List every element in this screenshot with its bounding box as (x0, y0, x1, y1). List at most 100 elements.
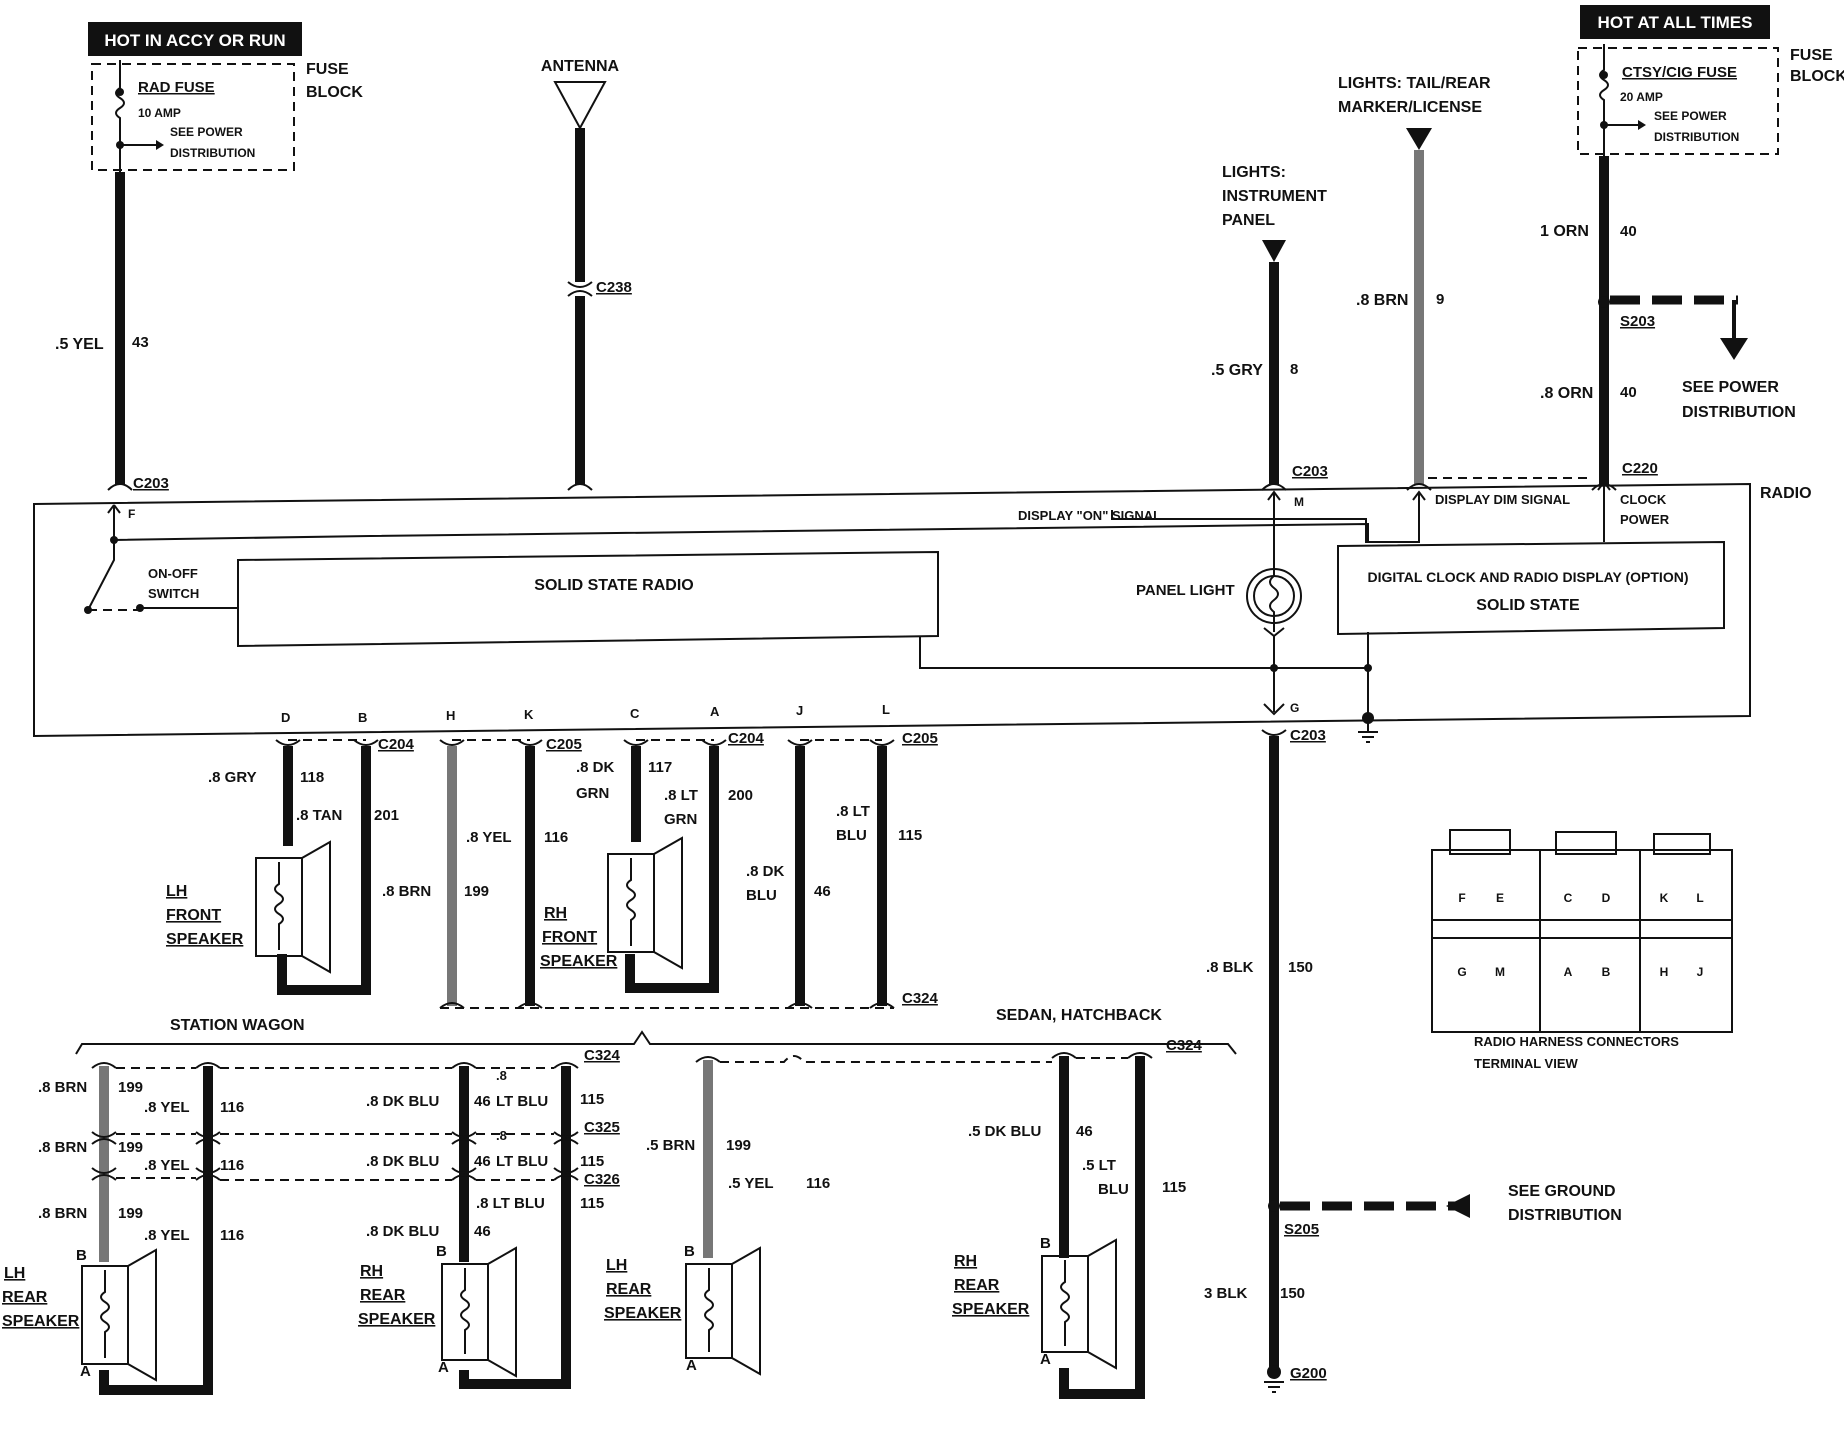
s-rh-rear-1: RH (954, 1253, 977, 1270)
fuse-block-right-1: FUSE (1790, 47, 1833, 64)
ground-blk1-number: 150 (1288, 959, 1313, 976)
lights-ip-2: INSTRUMENT (1222, 188, 1327, 205)
sw-ltblu-1-pre: .8 (496, 1068, 507, 1083)
rh-front-3: SPEAKER (540, 953, 618, 970)
connector-c204-a: C204 (378, 736, 415, 753)
rad-fuse-amp: 10 AMP (138, 106, 181, 120)
on-off-label-1: ON-OFF (148, 566, 198, 581)
pin-d: D (281, 710, 290, 725)
digital-clock-label: DIGITAL CLOCK AND RADIO DISPLAY (OPTION) (1368, 569, 1689, 585)
display-on-signal-line (113, 522, 1369, 542)
ground-g200: G200 (1290, 1365, 1327, 1382)
sw-yel-2: .8 YEL (144, 1157, 190, 1174)
lights-ip-1: LIGHTS: (1222, 164, 1286, 181)
pin-f: F (128, 507, 135, 521)
sw-yel-3-n: 116 (220, 1227, 244, 1244)
connector-c205-b: C205 (902, 730, 938, 747)
lights-tail-1: LIGHTS: TAIL/REAR (1338, 75, 1491, 92)
front-ltgrn-2: GRN (664, 811, 697, 828)
connector-c204-b: C204 (728, 730, 765, 747)
lights-ip-3: PANEL (1222, 212, 1275, 229)
front-ltblu-1: .8 LT (836, 803, 870, 820)
sw-brn-2-n: 199 (118, 1139, 143, 1156)
s-lh-pin-a: A (686, 1357, 697, 1374)
s-rh-rear-speaker-icon (1041, 1238, 1117, 1370)
sw-lh-rear-2: REAR (2, 1289, 48, 1306)
connector-c324-a: C324 (902, 990, 939, 1007)
front-dkblu-2: BLU (746, 887, 777, 904)
sw-rh-pin-b: B (436, 1243, 447, 1260)
splice-s203: S203 (1620, 313, 1655, 330)
pin-l: L (882, 702, 890, 717)
pin-g: G (1290, 701, 1299, 715)
s-lh-rear-3: SPEAKER (604, 1305, 682, 1322)
rad-fuse-label: RAD FUSE (138, 79, 215, 96)
connector-c324-c: C324 (1166, 1037, 1203, 1054)
sw-brn-1-n: 199 (118, 1079, 143, 1096)
sw-lh-rear-1: LH (4, 1265, 25, 1282)
sw-rh-rear-speaker-icon (441, 1246, 517, 1378)
sw-ltblu-2-n: 115 (580, 1153, 604, 1170)
pin-m: M (1294, 495, 1304, 509)
sw-ltblu-1-n: 115 (580, 1091, 604, 1108)
see-power-3a: SEE POWER (1682, 379, 1779, 396)
fuse-block-label-2: BLOCK (306, 84, 363, 101)
fuse-block-label-1: FUSE (306, 61, 349, 78)
connector-c205-a: C205 (546, 736, 582, 753)
sw-dkblu-1: .8 DK BLU (366, 1093, 439, 1110)
harness-pin-a: A (1564, 965, 1573, 979)
front-tan-label: .8 TAN (296, 807, 342, 824)
sw-ltblu-3: .8 LT BLU (476, 1195, 545, 1212)
sw-ltblu-2: LT BLU (496, 1153, 548, 1170)
lh-front-3: SPEAKER (166, 931, 244, 948)
sw-yel-3: .8 YEL (144, 1227, 190, 1244)
hot-accy-label: HOT IN ACCY OR RUN (104, 31, 285, 50)
ground-blk3-number: 150 (1280, 1285, 1305, 1302)
hot-accy-banner (88, 22, 302, 56)
see-ground-1: SEE GROUND (1508, 1183, 1616, 1200)
lights-tail-2: MARKER/LICENSE (1338, 99, 1482, 116)
see-power-1b: DISTRIBUTION (170, 146, 255, 160)
rh-front-1: RH (544, 905, 567, 922)
rad-fuse-symbol (115, 60, 125, 175)
rh-front-2: FRONT (542, 929, 597, 946)
radio-label: RADIO (1760, 485, 1812, 502)
connector-c203-b: C203 (1292, 463, 1328, 480)
front-ltgrn-1: .8 LT (664, 787, 698, 804)
on-off-switch (87, 540, 115, 611)
connector-c325: C325 (584, 1119, 620, 1136)
ctsy-fuse-symbol (1599, 44, 1609, 160)
front-yel-label: .8 YEL (466, 829, 512, 846)
pin-c: C (630, 706, 640, 721)
ground-symbol-radio (1358, 668, 1378, 743)
s-dkblu-label: .5 DK BLU (968, 1123, 1041, 1140)
wire-yel-number: 43 (132, 334, 149, 351)
lh-front-speaker-icon (255, 840, 331, 974)
connector-c203-a: C203 (133, 475, 169, 492)
wire-orn1-label: 1 ORN (1540, 223, 1589, 240)
antenna-label: ANTENNA (541, 58, 620, 75)
connector-c238: C238 (596, 279, 632, 296)
s-lh-rear-speaker-icon (685, 1246, 761, 1376)
pin-k: K (524, 707, 534, 722)
lh-front-2: FRONT (166, 907, 221, 924)
front-ltgrn-number: 200 (728, 787, 753, 804)
wire-gry-number: 8 (1290, 361, 1298, 378)
clock-power-1: CLOCK (1620, 492, 1667, 507)
harness-pin-k: K (1660, 891, 1669, 905)
sw-wire-ltblu-115 (459, 1066, 571, 1389)
sw-brn-1: .8 BRN (38, 1079, 87, 1096)
wire-gry-label: .5 GRY (1211, 362, 1263, 379)
sw-ltblu-1: LT BLU (496, 1093, 548, 1110)
s-rh-pin-b: B (1040, 1235, 1051, 1252)
harness-pin-d: D (1602, 891, 1611, 905)
sw-lh-rear-speaker-icon (81, 1248, 157, 1382)
hot-all-label: HOT AT ALL TIMES (1598, 13, 1753, 32)
see-power-1a: SEE POWER (170, 125, 243, 139)
pin-j: J (796, 703, 803, 718)
solid-state-radio-box (237, 550, 939, 648)
see-power-3b: DISTRIBUTION (1682, 404, 1796, 421)
ground-blk1-label: .8 BLK (1206, 959, 1254, 976)
see-ground-2: DISTRIBUTION (1508, 1207, 1622, 1224)
